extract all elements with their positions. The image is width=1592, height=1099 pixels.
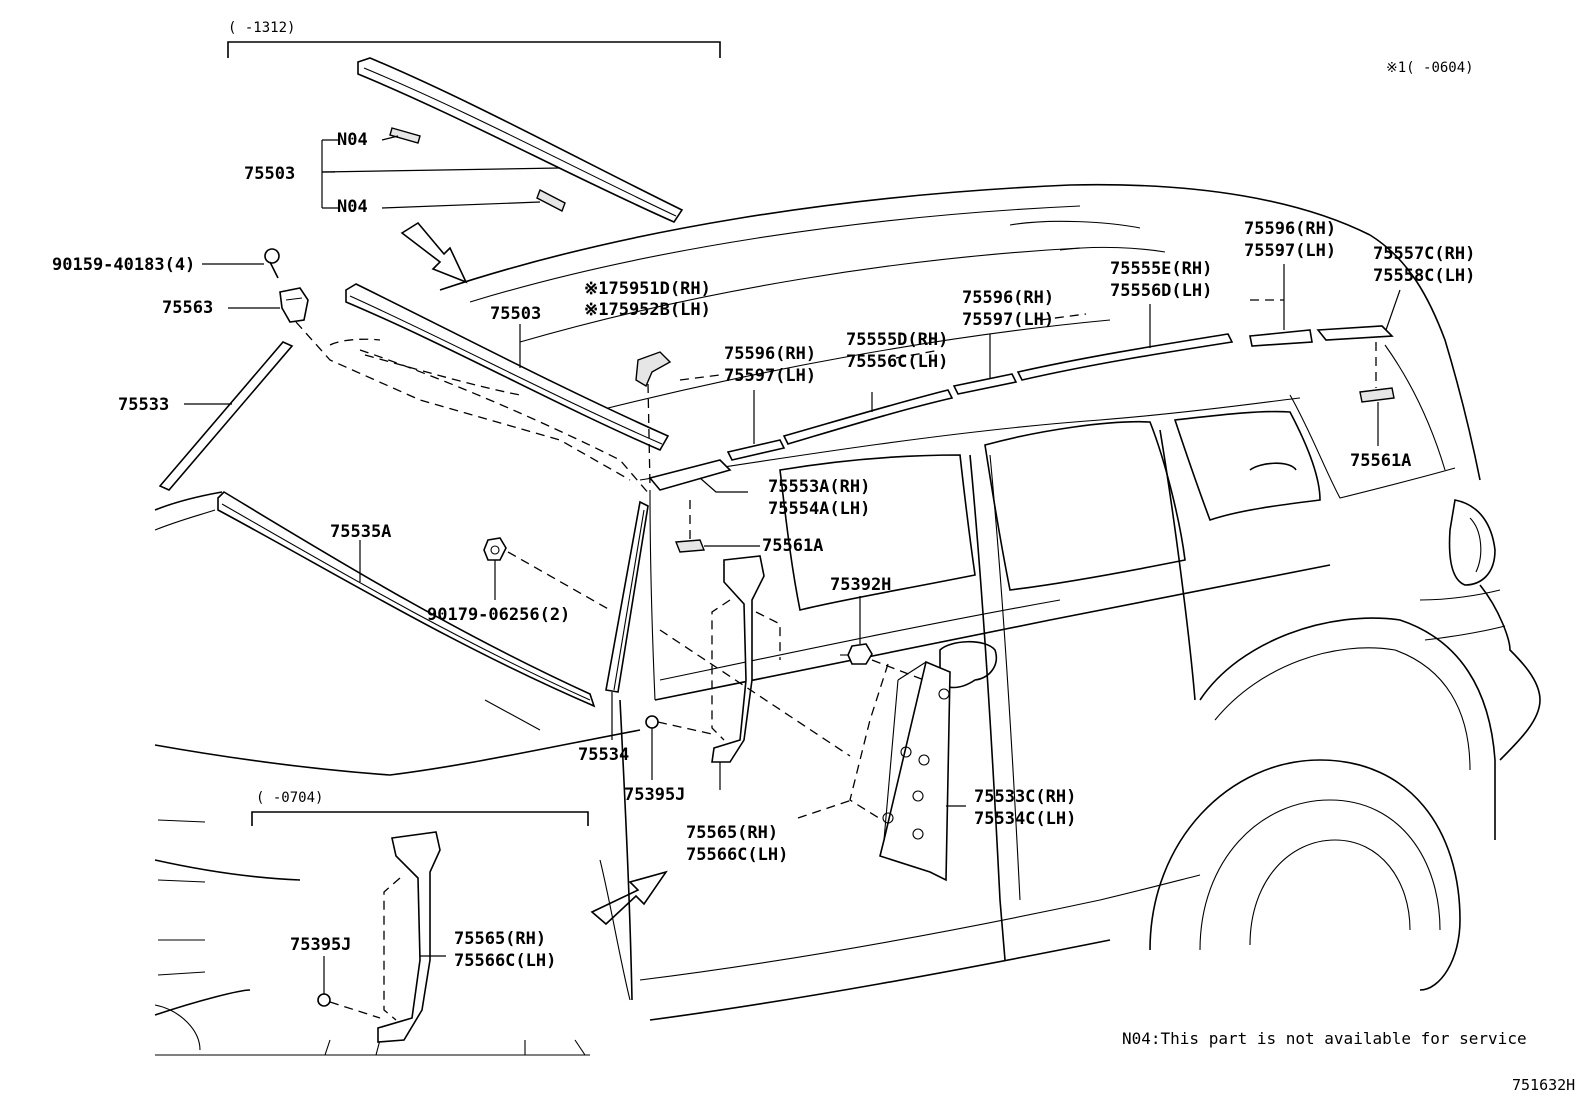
- direction-arrow-upper: [400, 221, 468, 284]
- top-range-label: ( -1312): [228, 20, 295, 36]
- screw-90159-part: [202, 248, 280, 279]
- label-75553a: 75553A(RH): [768, 477, 870, 497]
- inset-range-label: ( -0704): [256, 790, 323, 806]
- dashed-leader-pillar: [659, 629, 851, 757]
- label-75597-b: 75597(LH): [962, 310, 1054, 330]
- label-75951d: ※175951D(RH): [584, 279, 711, 299]
- note-english: N04:This part is not available for servi…: [1122, 1029, 1527, 1048]
- bracket-75565-inset-part: [377, 831, 446, 1043]
- label-75555d: 75555D(RH): [846, 330, 948, 350]
- label-n04-a: N04: [337, 130, 368, 150]
- label-75565-a: 75565(RH): [686, 823, 778, 843]
- label-75555e: 75555E(RH): [1110, 259, 1212, 279]
- label-75596-c: 75596(RH): [1244, 219, 1336, 239]
- screw-75395j-a-part: [645, 715, 713, 780]
- bracket-75565-main-part: [711, 555, 781, 790]
- inset-range-bracket: [251, 811, 589, 826]
- roof-molding-front-75553-part: [648, 459, 748, 493]
- roof-drip-upper-part: [357, 57, 684, 224]
- label-75395j-a: 75395J: [624, 785, 685, 805]
- label-75565-b: 75565(RH): [454, 929, 546, 949]
- clip-75561a-mid-part: [674, 500, 760, 553]
- label-75534c: 75534C(LH): [974, 809, 1076, 829]
- label-75558c: 75558C(LH): [1373, 266, 1475, 286]
- label-75556d: 75556D(LH): [1110, 281, 1212, 301]
- roof-drip-lower-part: [345, 283, 670, 452]
- dashed-leader-75597-a: [679, 374, 721, 381]
- roof-molding-cover-75596-c-part: [1249, 264, 1313, 347]
- label-75534: 75534: [578, 745, 629, 765]
- clip-90179-part: [483, 537, 611, 611]
- label-75597-c: 75597(LH): [1244, 241, 1336, 261]
- label-75566c-b: 75566C(LH): [454, 951, 556, 971]
- garnish-75533c-part: [849, 660, 966, 882]
- roof-molding-75555d-part: [782, 389, 954, 445]
- label-75503-b: 75503: [490, 304, 541, 324]
- label-75557c: 75557C(RH): [1373, 244, 1475, 264]
- clip-75561a-rear-part: [1359, 342, 1395, 446]
- roof-molding-75555e-part: [1016, 304, 1234, 381]
- label-75556c: 75556C(LH): [846, 352, 948, 372]
- direction-arrow-lower: [590, 870, 668, 926]
- label-75535a: 75535A: [330, 522, 391, 542]
- roof-molding-rear-75557c-part: [1316, 289, 1401, 341]
- label-75392h: 75392H: [830, 575, 891, 595]
- label-90159-40183: 90159-40183(4): [52, 255, 195, 275]
- roof-molding-cover-75596-a-part: [726, 390, 786, 461]
- vehicle-body-outline: [154, 183, 1541, 1056]
- dashed-leader-75565-a: [797, 799, 853, 819]
- bracket-75951-part: [635, 351, 672, 487]
- label-75596-b: 75596(RH): [962, 288, 1054, 308]
- molding-75533-part: [158, 341, 294, 491]
- label-75554a: 75554A(LH): [768, 499, 870, 519]
- screw-75395j-b-part: [317, 956, 381, 1019]
- label-75597-a: 75597(LH): [724, 366, 816, 386]
- clip-75392h-part: [840, 596, 951, 691]
- clip-75563-part: [228, 287, 309, 323]
- label-75561a-rear: 75561A: [1350, 451, 1411, 471]
- label-75561a-mid: 75561A: [762, 536, 823, 556]
- label-75533c: 75533C(RH): [974, 787, 1076, 807]
- p75503-bracket: [321, 135, 561, 209]
- diagram-code: 751632H: [1512, 1076, 1575, 1094]
- label-90179-06256: 90179-06256(2): [427, 605, 570, 625]
- dashed-leader-75556c: [895, 349, 941, 359]
- label-75596-a: 75596(RH): [724, 344, 816, 364]
- dashed-leader-75563: [295, 321, 631, 481]
- top-range-bracket: [227, 41, 721, 58]
- label-75503-a: 75503: [244, 164, 295, 184]
- label-75395j-b: 75395J: [290, 935, 351, 955]
- roof-molding-cover-75596-b-part: [952, 334, 1018, 395]
- windshield-molding-75535a-part: [217, 490, 596, 708]
- label-75952b: ※175952B(LH): [584, 300, 711, 320]
- label-75533: 75533: [118, 395, 169, 415]
- dashed-leader-75597-b: [1039, 313, 1087, 321]
- label-n04-b: N04: [337, 197, 368, 217]
- pillar-molding-75534-part: [605, 500, 649, 740]
- ref1-range-label: ※1( -0604): [1386, 60, 1474, 76]
- label-75566c-a: 75566C(LH): [686, 845, 788, 865]
- label-75563: 75563: [162, 298, 213, 318]
